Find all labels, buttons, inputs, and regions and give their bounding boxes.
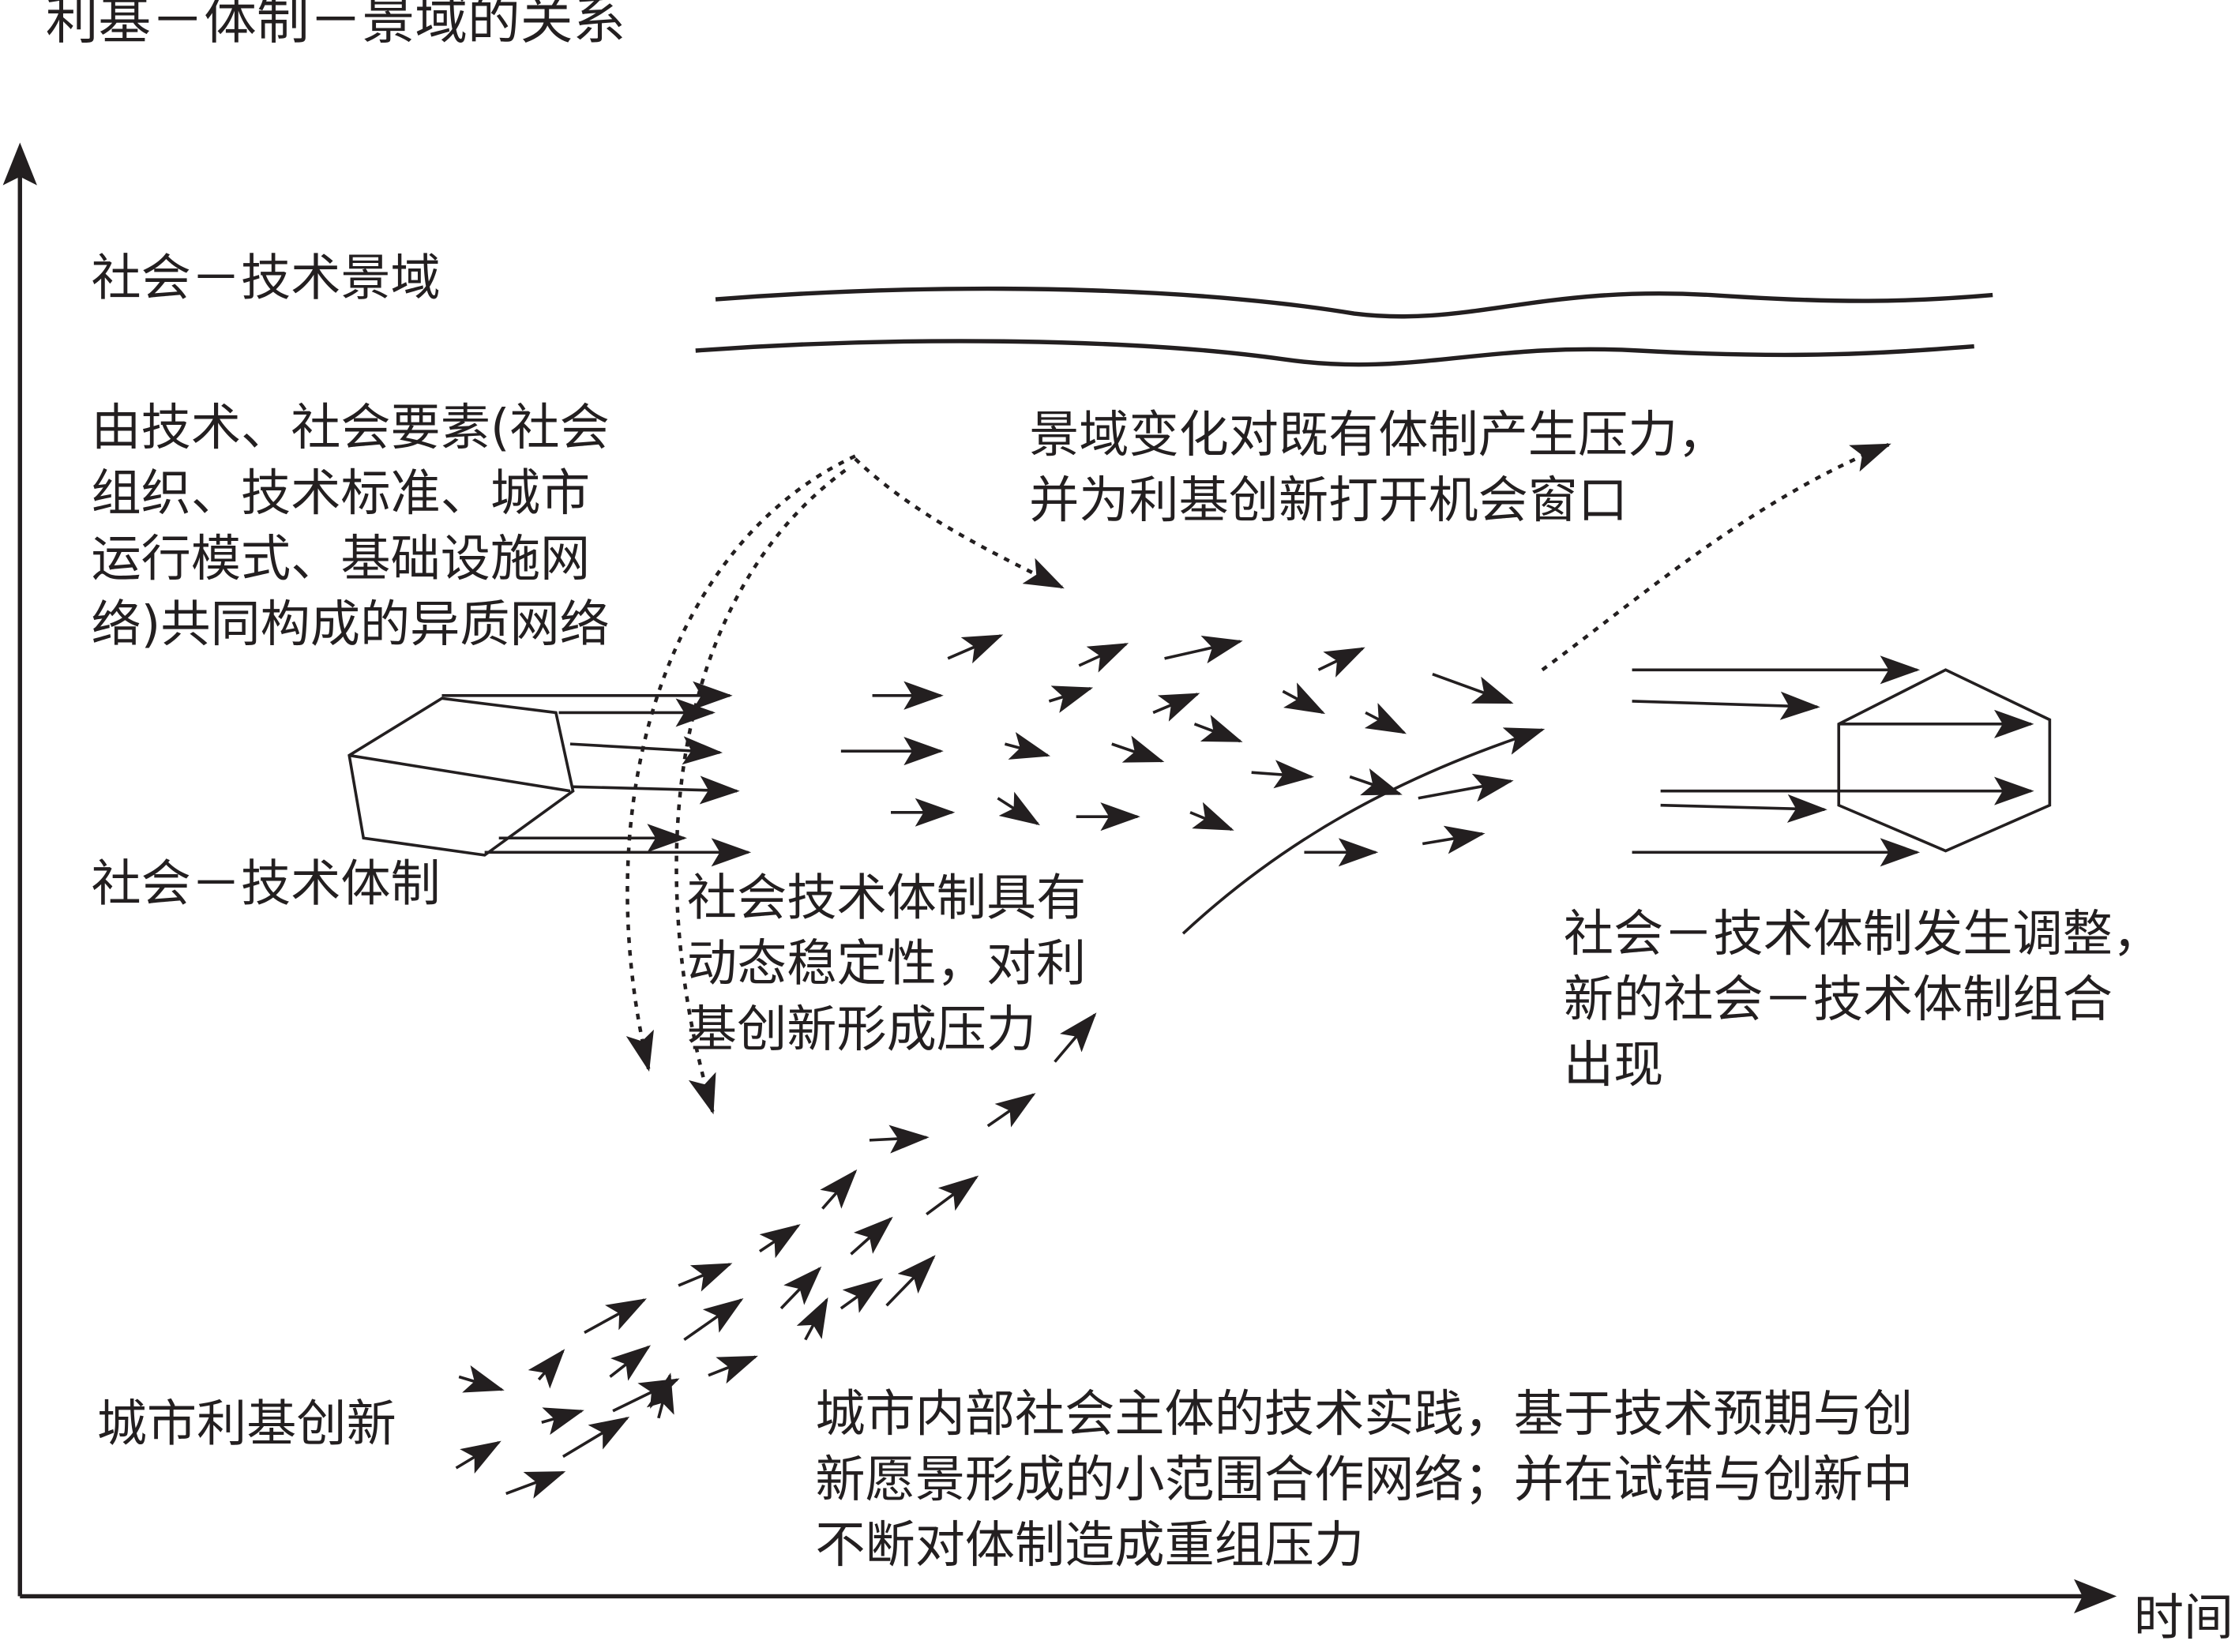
field-arrow: [1251, 760, 1315, 789]
niche-arrow: [1054, 1012, 1097, 1063]
field-arrow: [1152, 693, 1200, 722]
breakthrough-curve: [1181, 727, 1546, 935]
regime-structure-left: [347, 681, 752, 867]
landscape-desc-line: 由技术、社会要素(社会: [91, 400, 610, 458]
y-axis-arrowhead: [2, 142, 37, 186]
regime-structure-right: [1632, 655, 2052, 867]
niche-description: 城市内部社会主体的技术实践，基于技术预期与创 新愿景形成的小范围合作网络；并在试…: [815, 1383, 1913, 1579]
window-of-opportunity-arrow: [1541, 443, 1891, 672]
diagram-title: 利基－体制－景域的关系: [45, 0, 626, 51]
niche-arrow: [584, 1298, 647, 1335]
regime-arrow-field: [840, 634, 1514, 867]
field-arrow: [997, 791, 1040, 826]
field-arrow: [1164, 635, 1243, 664]
new-regime-arrow: [1632, 691, 1820, 720]
regime-hexagon-right: [1837, 668, 2052, 853]
niche-arrow: [541, 1407, 584, 1436]
field-arrow: [1317, 647, 1365, 678]
regime-desc-line: 动态稳定性，对利: [686, 936, 1087, 993]
landscape-change-line: 并为利基创新打开机会窗口: [1029, 473, 1628, 531]
x-axis-label: 时间: [2133, 1590, 2234, 1648]
field-arrow: [1004, 732, 1051, 760]
landscape-label: 社会－技术景域: [91, 250, 441, 308]
landscape-change-note: 景域变化对既有体制产生压力， 并为利基创新打开机会窗口: [1029, 404, 1727, 535]
field-arrow: [1078, 643, 1129, 673]
regime-desc-line: 基创新形成压力: [686, 1001, 1037, 1060]
niche-arrow: [779, 1266, 822, 1310]
niche-arrow: [986, 1093, 1036, 1128]
regime-adjust-line: 新的社会－技术体制组合: [1563, 971, 2113, 1030]
niche-arrow: [820, 1169, 858, 1210]
regime-label: 社会－技术体制: [91, 856, 441, 914]
niche-arrow: [708, 1355, 758, 1384]
niche-label: 城市利基创新: [96, 1396, 396, 1454]
landscape-pressure-arrow: [854, 457, 1065, 589]
landscape-lines: [695, 286, 1993, 367]
regime-desc-line: 社会技术体制具有: [686, 870, 1087, 928]
landscape-desc-line: 运行模式、基础设施网: [91, 531, 591, 589]
niche-arrow: [869, 1124, 930, 1154]
niche-arrow: [926, 1175, 979, 1216]
niche-arrow: [528, 1349, 565, 1389]
landscape-desc-line: 络)共同构成的异质网络: [91, 597, 610, 655]
x-axis-arrowhead: [2074, 1579, 2117, 1614]
niche-desc-line: 城市内部社会主体的技术实践，基于技术预期与创: [815, 1387, 1914, 1444]
regime-arrow: [573, 775, 740, 805]
niche-arrow: [458, 1365, 505, 1393]
regime-adjust-line: 出现: [1563, 1037, 1664, 1095]
field-arrow: [1364, 703, 1407, 734]
niche-arrow: [678, 1263, 733, 1292]
field-arrow: [1189, 802, 1234, 832]
niche-arrow: [646, 1372, 674, 1419]
niche-arrow: [683, 1297, 744, 1342]
niche-arrow: [609, 1345, 652, 1381]
regime-description: 社会技术体制具有 动态稳定性，对利 基创新形成压力: [687, 866, 1086, 1063]
niche-arrow: [455, 1440, 501, 1474]
regime-adjust-note: 社会－技术体制发生调整， 新的社会－技术体制组合 出现: [1564, 902, 2162, 1098]
field-arrow: [1418, 773, 1514, 802]
landscape-pressure-arrow: [625, 454, 856, 1072]
field-arrow: [1111, 735, 1165, 763]
niche-arrow-swarm: [455, 1012, 1097, 1499]
niche-arrow: [796, 1297, 828, 1341]
regime-hexagon-left: [347, 696, 575, 857]
niche-arrow: [758, 1224, 801, 1259]
landscape-line-upper: [715, 286, 1993, 319]
field-arrow: [947, 634, 1004, 664]
niche-arrow: [850, 1216, 893, 1256]
niche-desc-line: 不断对体制造成重组压力: [815, 1518, 1365, 1575]
dotted-pressure-arrows: [625, 443, 1891, 1115]
field-arrow: [1048, 685, 1094, 713]
niche-arrow: [885, 1255, 936, 1307]
niche-arrow: [562, 1416, 630, 1459]
landscape-line-lower: [695, 339, 1974, 367]
axes: [2, 142, 2117, 1614]
niche-desc-line: 新愿景形成的小范围合作网络；并在试错与创新中: [815, 1452, 1914, 1510]
landscape-desc-line: 组织、技术标准、城市: [91, 466, 591, 524]
regime-arrow: [569, 736, 723, 765]
landscape-change-line: 景域变化对既有体制产生压力，: [1029, 407, 1728, 465]
field-arrow: [1282, 682, 1326, 715]
niche-arrow: [840, 1278, 884, 1313]
regime-adjust-line: 社会－技术体制发生调整，: [1563, 906, 2162, 964]
landscape-description: 由技术、社会要素(社会 组织、技术标准、城市 运行模式、基础设施网 络)共同构成…: [92, 396, 610, 659]
field-arrow: [1193, 715, 1243, 743]
niche-arrow: [505, 1470, 566, 1499]
new-regime-arrow: [1660, 794, 1827, 823]
landscape-pressure-arrow: [674, 468, 847, 1115]
field-arrow: [1422, 825, 1486, 854]
field-arrow: [1432, 672, 1514, 704]
